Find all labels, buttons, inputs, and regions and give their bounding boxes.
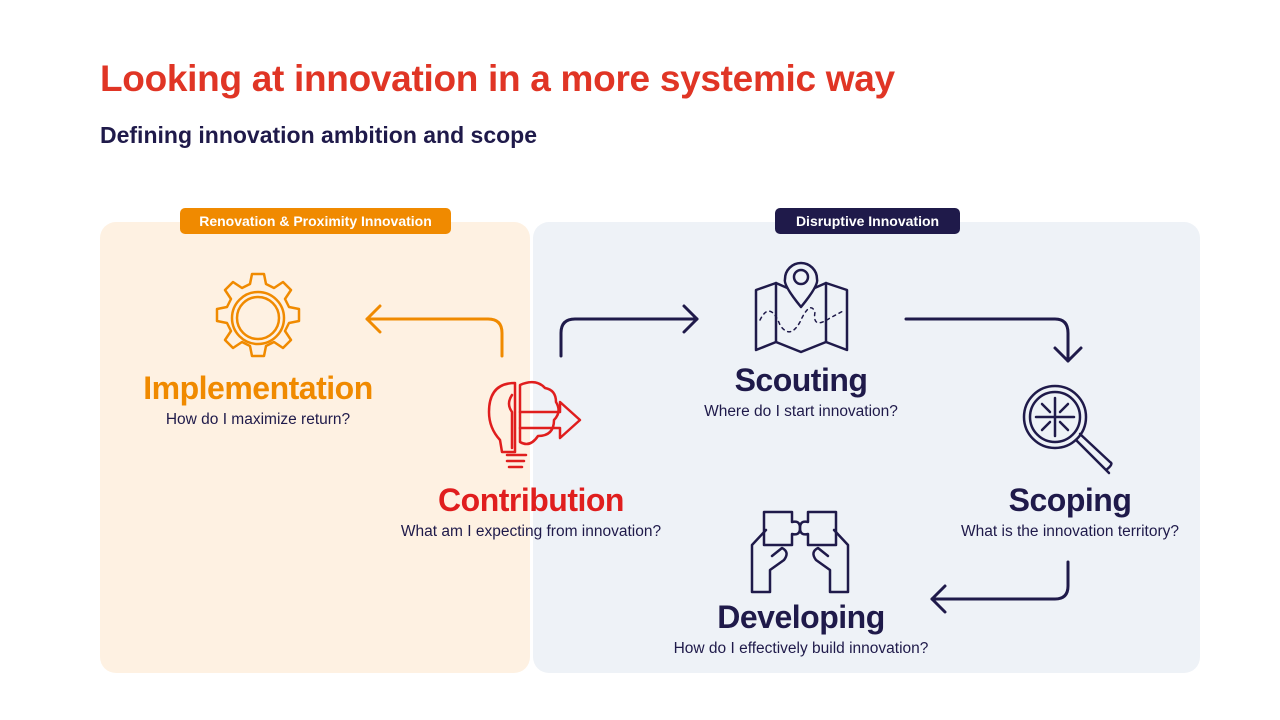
page-title: Looking at innovation in a more systemic…: [100, 58, 895, 99]
renovation-zone-panel: [100, 222, 530, 673]
step-title: Developing: [717, 599, 885, 635]
step-scouting: Scouting Where do I start innovation?: [621, 361, 981, 421]
arrow-contribution-to-implementation: [365, 304, 504, 358]
arrow-scouting-to-scoping: [904, 317, 1083, 363]
magnifier-icon: [1022, 384, 1113, 475]
puzzle-hands-icon: [750, 510, 850, 594]
page-subtitle: Defining innovation ambition and scope: [100, 122, 538, 148]
step-question: How do I maximize return?: [165, 411, 351, 428]
disruptive-zone-badge: Disruptive Innovation: [775, 208, 960, 234]
step-scoping: Scoping What is the innovation territory…: [890, 481, 1250, 541]
step-question: What am I expecting from innovation?: [400, 523, 662, 540]
step-title: Scouting: [734, 362, 868, 398]
step-developing: Developing How do I effectively build in…: [621, 598, 981, 658]
step-question: How do I effectively build innovation?: [673, 640, 929, 657]
step-implementation: Implementation How do I maximize return?: [78, 369, 438, 429]
step-question: What is the innovation territory?: [961, 523, 1179, 540]
map-pin-icon: [754, 261, 849, 354]
step-title: Contribution: [438, 482, 624, 518]
step-contribution: Contribution What am I expecting from in…: [351, 481, 711, 541]
arrow-scoping-to-developing: [930, 560, 1070, 614]
step-title: Scoping: [1008, 482, 1132, 518]
step-question: Where do I start innovation?: [704, 403, 898, 420]
renovation-zone-badge: Renovation & Proximity Innovation: [180, 208, 451, 234]
lightbulb-brain-arrow-icon: [487, 380, 582, 469]
disruptive-zone-panel: [533, 222, 1200, 673]
step-title: Implementation: [143, 370, 373, 406]
arrow-contribution-to-scouting: [559, 304, 699, 358]
gear-icon: [215, 272, 301, 358]
